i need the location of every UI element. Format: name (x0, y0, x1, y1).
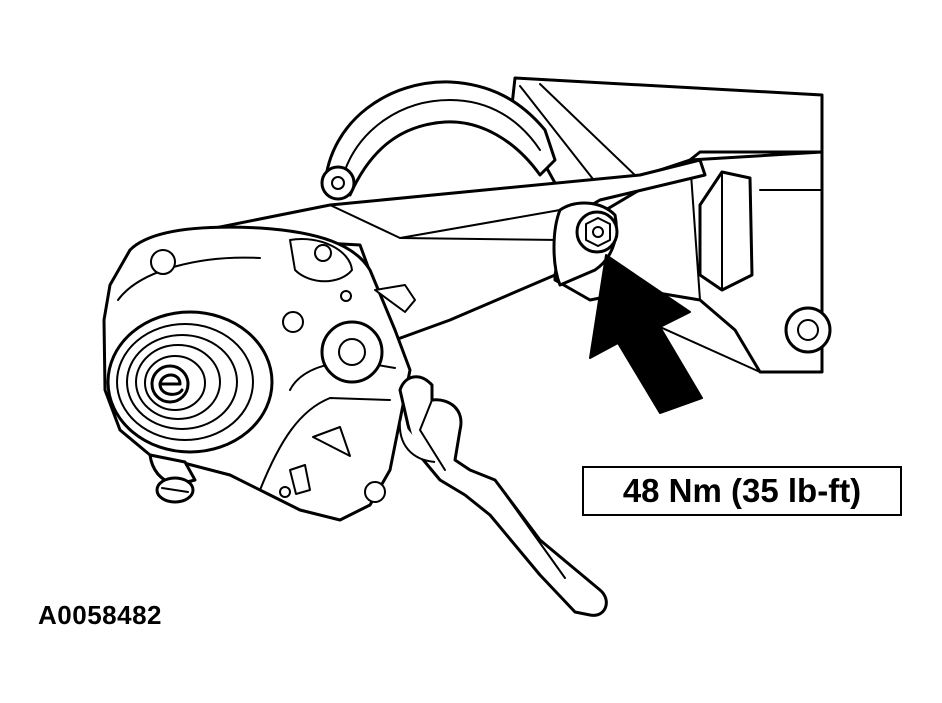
housing-window (312, 426, 351, 457)
clock-spring (106, 310, 274, 454)
figure-id-label: A0058482 (38, 600, 162, 630)
upper-guide-arm (320, 80, 557, 201)
indicator-arrow (589, 254, 703, 414)
pivot-hole-upper (320, 165, 356, 201)
torque-spec-label: 48 Nm (35 lb-ft) (622, 472, 862, 509)
bracket-hole (784, 306, 832, 354)
housing-hole-left (150, 249, 176, 275)
release-handle (398, 375, 608, 617)
mounting-bracket (510, 76, 832, 374)
torque-callout-box: 48 Nm (35 lb-ft) (582, 466, 902, 516)
lower-pin (148, 453, 197, 504)
mounting-bolt (575, 210, 619, 254)
